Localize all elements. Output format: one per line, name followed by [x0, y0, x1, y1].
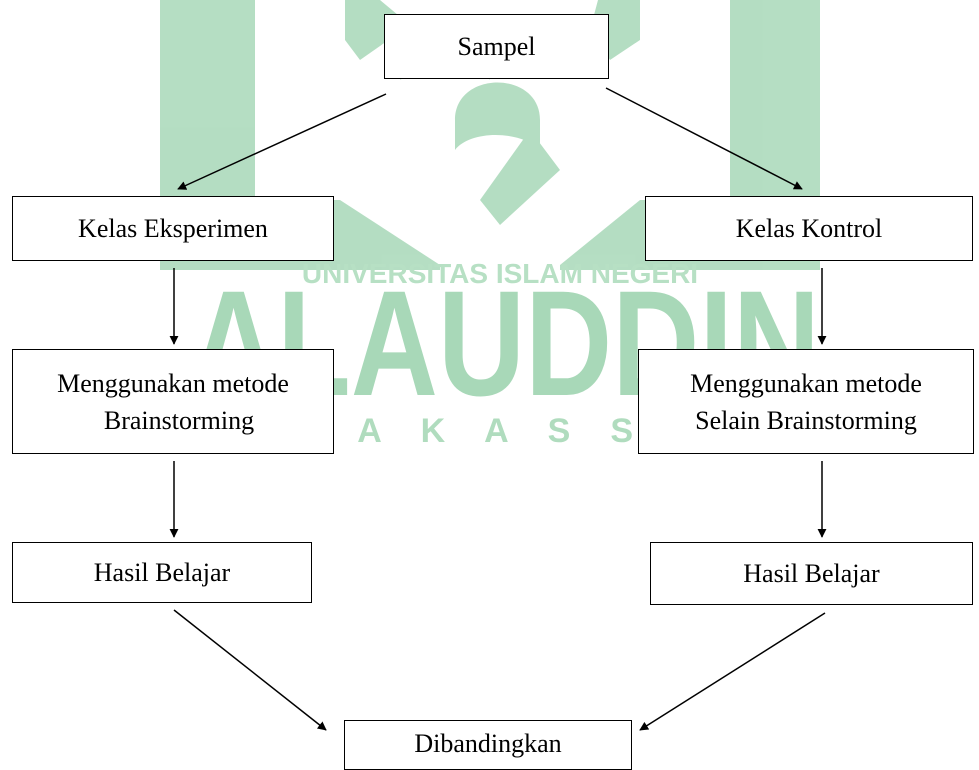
node-kelas-kontrol-label: Kelas Kontrol	[735, 214, 883, 243]
node-metode-kontrol-line1: Menggunakan metode	[690, 368, 922, 398]
node-metode-eksperimen-line1: Menggunakan metode	[57, 368, 289, 398]
node-sampel: Sampel	[384, 14, 609, 79]
node-kelas-eksperimen-label: Kelas Eksperimen	[78, 214, 268, 243]
node-metode-eksperimen-line2: Brainstorming	[103, 405, 255, 435]
watermark-line-1: UNIVERSITAS ISLAM NEGERI	[302, 258, 698, 289]
node-dibandingkan: Dibandingkan	[344, 720, 632, 770]
node-metode-eksperimen: Menggunakan metode Brainstorming	[12, 349, 334, 454]
node-sampel-label: Sampel	[457, 32, 536, 61]
node-hasil-eksperimen: Hasil Belajar	[12, 542, 312, 603]
arrow-sampel-to-eksperimen	[177, 93, 387, 190]
node-metode-kontrol: Menggunakan metode Selain Brainstorming	[638, 349, 974, 454]
node-hasil-kontrol-label: Hasil Belajar	[743, 559, 880, 588]
node-metode-kontrol-line2: Selain Brainstorming	[695, 405, 917, 435]
node-kelas-eksperimen: Kelas Eksperimen	[12, 196, 334, 261]
node-hasil-kontrol: Hasil Belajar	[650, 542, 973, 605]
arrow-sampel-to-kontrol	[605, 87, 803, 190]
node-hasil-eksperimen-label: Hasil Belajar	[93, 558, 231, 587]
arrow-hasil-eksperimen-to-dibandingkan	[173, 609, 327, 731]
node-kelas-kontrol: Kelas Kontrol	[645, 196, 973, 261]
node-dibandingkan-label: Dibandingkan	[414, 729, 562, 758]
arrow-hasil-kontrol-to-dibandingkan	[639, 612, 826, 731]
